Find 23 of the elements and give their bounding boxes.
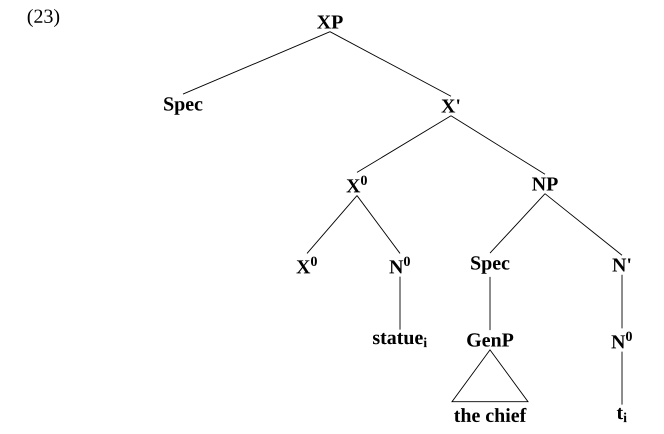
tree-label: XP <box>317 15 343 29</box>
tree-label: X' <box>441 99 460 113</box>
branch-line <box>182 31 330 95</box>
branch-line <box>450 115 546 175</box>
branch-line <box>356 195 400 254</box>
tree-label: statue$_{i}$ <box>372 332 427 348</box>
tree-label: X$^{0}$ <box>346 176 367 192</box>
tree-label: N' <box>612 258 630 272</box>
branch-line <box>544 193 622 256</box>
branch-line <box>306 195 358 254</box>
tree-label: t$_{i}$ <box>616 408 627 422</box>
tree-label: Spec <box>164 97 202 115</box>
example-number: (23) <box>28 8 60 28</box>
branch-line <box>356 115 452 173</box>
tree-label: N$^{0}$ <box>389 256 410 274</box>
tree-label: GenP <box>467 333 514 347</box>
tree-label: NP <box>532 177 558 191</box>
tree-label: the chief <box>454 408 526 422</box>
tree-label: X$^{0}$ <box>296 256 317 274</box>
branch-line <box>490 193 546 254</box>
tree-label: Spec <box>471 256 510 274</box>
tree-label: N$^{0}$ <box>611 332 632 348</box>
branch-line <box>330 31 452 97</box>
